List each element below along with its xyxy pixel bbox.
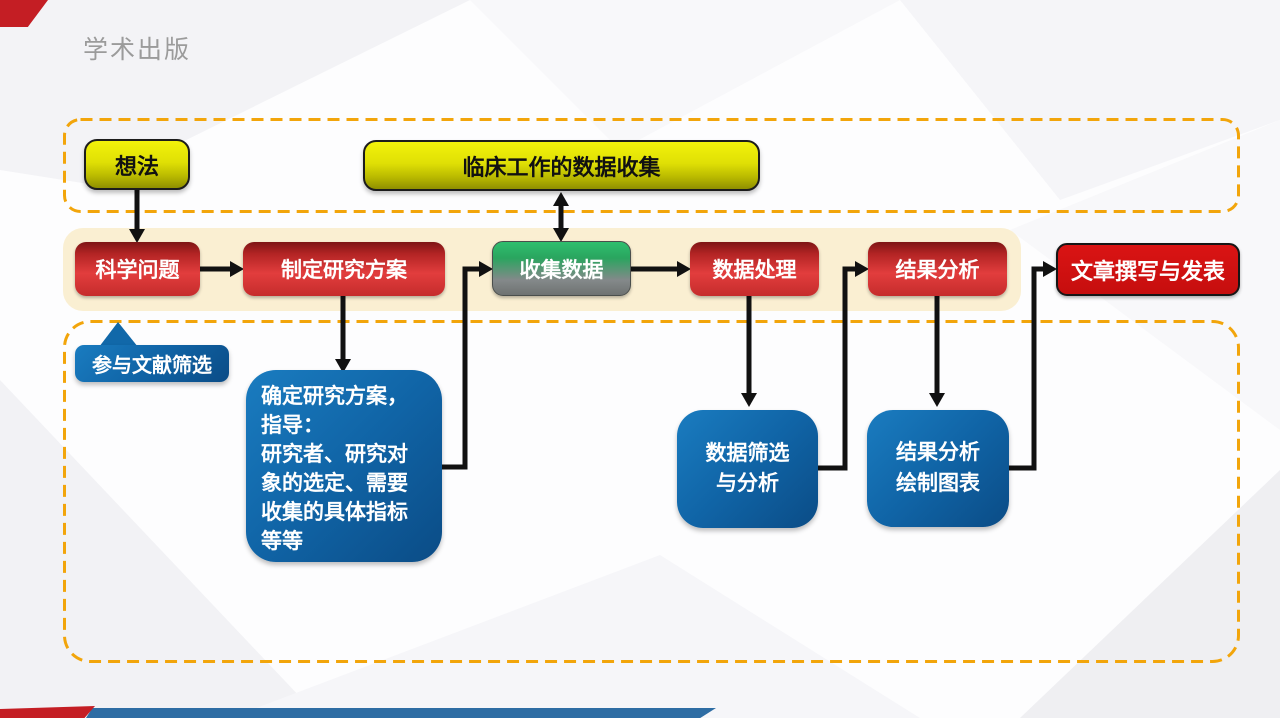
clinical-data-node: 临床工作的数据收集 — [363, 140, 760, 191]
pipeline-node-label: 文章撰写与发表 — [1070, 258, 1225, 284]
pipeline-node-label: 收集数据 — [519, 258, 604, 282]
pipeline-node-label: 结果分析 — [895, 259, 980, 282]
literature-callout-pointer — [99, 322, 138, 347]
pipeline-node-science-question: 科学问题 — [75, 242, 200, 296]
clinical-data-node-label: 临床工作的数据收集 — [462, 154, 661, 180]
pipeline-node-label: 数据处理 — [712, 259, 797, 282]
idea-node-label: 想法 — [114, 153, 159, 179]
pipeline-node-write-publish: 文章撰写与发表 — [1056, 243, 1240, 296]
pipeline-node-label: 制定研究方案 — [281, 259, 407, 282]
data-filter-node: 数据筛选 与分析 — [677, 410, 818, 528]
literature-callout-label: 参与文献筛选 — [92, 355, 212, 377]
pipeline-node-make-plan: 制定研究方案 — [243, 242, 445, 296]
idea-node: 想法 — [84, 139, 190, 190]
footer-bar-blue — [86, 708, 716, 718]
pipeline-node-data-processing: 数据处理 — [690, 242, 819, 296]
footer-bar-red — [0, 706, 95, 718]
pipeline-node-result-analysis: 结果分析 — [868, 242, 1007, 296]
slide-title: 学术出版 — [83, 36, 192, 64]
pipeline-node-label: 科学问题 — [95, 259, 180, 282]
result-chart-node: 结果分析 绘制图表 — [867, 410, 1009, 527]
pipeline-node-collect-data: 收集数据 — [492, 241, 631, 296]
literature-callout: 参与文献筛选 — [75, 345, 229, 382]
plan-detail-node: 确定研究方案， 指导： 研究者、研究对 象的选定、需要 收集的具体指标 等等 — [246, 370, 442, 562]
